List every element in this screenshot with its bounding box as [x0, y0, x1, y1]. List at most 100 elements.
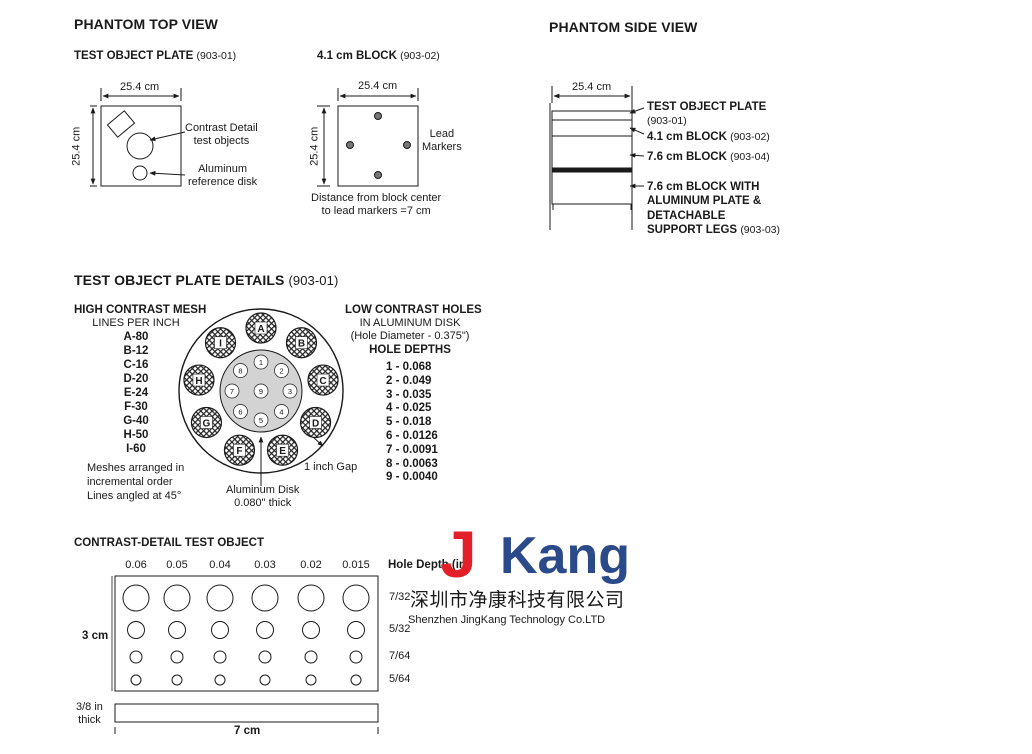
hole-depth-label: 0.02 — [300, 559, 322, 571]
contrast-detail-object — [111, 575, 379, 734]
contrast-detail-hole — [304, 650, 318, 664]
plate-dim-horizontal: 25.4 cm — [120, 81, 160, 93]
contrast-detail-hole — [347, 621, 365, 639]
side-label-76-block: 7.6 cm BLOCK (903-04) — [647, 151, 770, 163]
aluminum-hole: 3 — [282, 383, 298, 399]
hole-depth-item: 6 - 0.0126 — [386, 429, 438, 442]
side-view-dim: 25.4 cm — [572, 81, 612, 93]
company-name-cn: 深圳市净康科技有限公司 — [410, 589, 625, 611]
mesh-letter: I — [219, 339, 222, 350]
contrast-detail-hole — [211, 621, 229, 639]
contrast-detail-hole — [213, 650, 227, 664]
mesh-square: F — [223, 434, 256, 466]
mesh-square: G — [190, 406, 223, 439]
mesh-legend-item: E-24 — [123, 386, 149, 399]
mesh-square: I — [204, 327, 237, 359]
mesh-letter: A — [257, 324, 264, 335]
top-view-title: PHANTOM TOP VIEW — [74, 16, 218, 32]
mesh-legend-item: I-60 — [126, 442, 146, 455]
mesh-letter: H — [195, 376, 202, 387]
mesh-square: D — [299, 406, 332, 439]
mesh-letter: G — [203, 419, 211, 430]
block-dim-vertical: 25.4 cm — [308, 126, 321, 166]
mesh-legend-item: D-20 — [123, 372, 149, 385]
hole-depth-item: 1 - 0.068 — [386, 361, 432, 373]
hole-depth-label: 0.06 — [125, 559, 147, 571]
hole-number: 4 — [279, 408, 283, 417]
company-name-en: Shenzhen JingKang Technology Co.LTD — [408, 614, 606, 626]
hole-depth-item: 4 - 0.025 — [386, 402, 432, 415]
aluminum-hole: 8 — [233, 363, 248, 378]
aluminum-hole: 1 — [253, 354, 269, 370]
mesh-letter: F — [236, 446, 242, 457]
contrast-detail-hole — [350, 674, 362, 686]
mesh-square: A — [245, 312, 277, 344]
contrast-detail-holes — [122, 584, 370, 686]
hole-depth-item: 2 - 0.049 — [386, 374, 432, 387]
contrast-detail-hole — [206, 584, 234, 612]
hole-number: 3 — [288, 387, 292, 396]
side-label-41-block: 4.1 cm BLOCK (903-02) — [647, 131, 770, 143]
details-title: TEST OBJECT PLATE DETAILS (903-01) — [74, 272, 339, 288]
hole-number: 6 — [238, 408, 242, 417]
block-top-view — [317, 88, 419, 187]
mesh-legend-item: A-80 — [123, 330, 149, 343]
hole-number: 5 — [259, 416, 263, 425]
mesh-legend-item: G-40 — [123, 414, 149, 427]
logo-letter-j: J — [440, 517, 477, 591]
gap-label: 1 inch Gap — [304, 461, 358, 473]
contrast-detail-hole — [214, 674, 226, 686]
side-label-plate: TEST OBJECT PLATE(903-01) — [647, 101, 767, 128]
contrast-detail-hole — [170, 650, 184, 664]
contrast-detail-hole — [122, 584, 150, 612]
mesh-legend-item: H-50 — [123, 428, 149, 441]
width-label: 7 cm — [234, 725, 261, 737]
plate-title: TEST OBJECT PLATE (903-01) — [74, 50, 237, 62]
mesh-square: B — [285, 327, 318, 359]
hole-number: 1 — [259, 358, 263, 367]
hole-number: 9 — [259, 387, 263, 396]
contrast-detail-hole — [129, 650, 143, 664]
mesh-letter: C — [319, 376, 326, 387]
contrast-detail-hole — [302, 621, 320, 639]
block-dim-horizontal: 25.4 cm — [358, 80, 398, 92]
aluminum-hole: 5 — [253, 412, 269, 428]
contrast-detail-hole — [349, 650, 363, 664]
plate-dim-vertical: 25.4 cm — [70, 126, 83, 166]
side-view-title: PHANTOM SIDE VIEW — [549, 19, 698, 35]
contrast-detail-hole — [130, 674, 142, 686]
hole-depth-label: 0.05 — [166, 559, 188, 571]
contrast-detail-hole — [168, 621, 186, 639]
hole-size-label: 7/32 — [389, 591, 411, 603]
hole-number: 8 — [238, 366, 242, 375]
hole-size-label: 7/64 — [389, 650, 411, 662]
contrast-detail-hole — [305, 674, 317, 686]
contrast-detail-hole — [256, 621, 274, 639]
hole-depth-label: 0.015 — [342, 559, 370, 571]
hole-depth-item: 5 - 0.018 — [386, 416, 432, 429]
mesh-letter: B — [298, 339, 305, 350]
block-title: 4.1 cm BLOCK (903-02) — [317, 50, 440, 62]
aluminum-hole: 9 — [253, 383, 269, 399]
hole-depth-item: 8 - 0.0063 — [386, 457, 438, 470]
mesh-legend-item: B-12 — [123, 344, 149, 357]
side-view — [549, 86, 645, 230]
mesh-square: C — [307, 364, 339, 396]
contrast-detail-hole — [127, 621, 145, 639]
logo-text: Kang — [500, 527, 630, 585]
hole-depth-label: 0.04 — [209, 559, 231, 571]
contrast-detail-hole — [171, 674, 183, 686]
contrast-detail-hole — [163, 584, 191, 612]
hole-size-label: 5/32 — [389, 623, 411, 635]
contrast-detail-hole — [259, 674, 271, 686]
contrast-detail-title: CONTRAST-DETAIL TEST OBJECT — [74, 537, 264, 549]
